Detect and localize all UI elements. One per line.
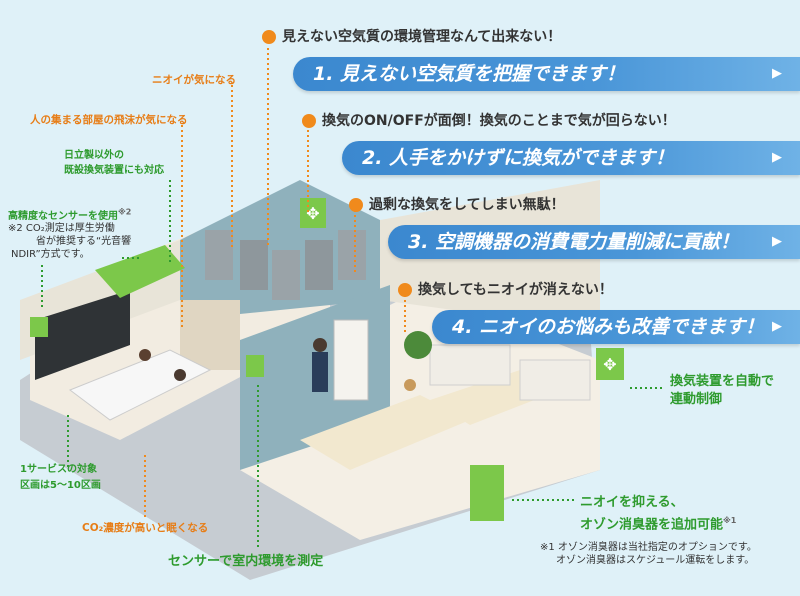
window-shelf-2 [519, 359, 591, 401]
label-odor: ニオイが気になる [152, 74, 236, 86]
label-measure: センサーで室内環境を測定 [168, 554, 324, 569]
ozone-deodorizer [470, 465, 504, 521]
fan-icon [300, 198, 326, 228]
issue-2: 換気のON/OFFが面倒！換気のことまで気が回らない！ [302, 110, 676, 130]
arrow-right-icon: ▶ [772, 234, 782, 249]
svg-text:✥: ✥ [603, 355, 616, 374]
window-shelf [429, 344, 511, 386]
solution-banner-1[interactable]: 1. 見えない空気質を把握できます！▶ [293, 57, 800, 91]
label-auto-control: 換気装置を自動で 連動制御 [670, 374, 775, 407]
label-other-makers: 日立製以外の 既設換気装置にも対応 [64, 150, 164, 176]
person-sitting [404, 379, 416, 391]
issue-3: 過剰な換気をしてしまい無駄！ [349, 194, 565, 214]
solution-banner-4[interactable]: 4. ニオイのお悩みも改善できます！▶ [432, 310, 800, 344]
bullet-dot-icon [349, 198, 363, 212]
door [333, 319, 369, 401]
bullet-dot-icon [262, 30, 276, 44]
label-ozone: ニオイを抑える、 オゾン消臭器を追加可能※1 [580, 495, 737, 533]
arrow-right-icon: ▶ [772, 150, 782, 165]
bullet-dot-icon [302, 114, 316, 128]
plant [404, 331, 432, 359]
label-sensor: 高精度なセンサーを使用※2 [8, 207, 132, 222]
sensor-note: ※2 CO₂測定は厚生労働 省が推奨する“光音響 NDIR”方式です。 [8, 223, 132, 260]
storage-cabinets [205, 230, 366, 300]
bookshelf [180, 300, 240, 370]
bullet-dot-icon [398, 283, 412, 297]
svg-text:✥: ✥ [306, 204, 319, 223]
arrow-right-icon: ▶ [772, 66, 782, 81]
person-standing [313, 338, 327, 352]
sensor-device-meeting [30, 317, 48, 337]
fan-icon-2 [596, 348, 624, 380]
tv-screen [35, 290, 130, 380]
label-droplets: 人の集まる部屋の飛沫が気になる [30, 114, 188, 126]
label-co2: CO₂濃度が高いと眠くなる [82, 522, 209, 534]
desk-row-1 [300, 395, 470, 470]
sensor-device-office [246, 355, 264, 377]
ozone-note: ※1 オゾン消臭器は当社指定のオプションです。 オゾン消臭器はスケジュール運転を… [540, 542, 757, 566]
issue-4: 換気してもニオイが消えない！ [398, 279, 613, 299]
green-leaders [41, 180, 665, 548]
solution-banner-3[interactable]: 3. 空調機器の消費電力量削減に貢献！▶ [388, 225, 800, 259]
orange-leaders [144, 48, 406, 520]
ventilation-unit [95, 245, 185, 298]
solution-banner-2[interactable]: 2. 人手をかけずに換気ができます！▶ [342, 141, 800, 175]
issue-1: 見えない空気質の環境管理なんて出来ない！ [262, 26, 561, 46]
meeting-table [68, 349, 212, 421]
label-zones: 1サービスの対象 区画は5～10区画 [20, 464, 101, 491]
arrow-right-icon: ▶ [772, 319, 782, 334]
